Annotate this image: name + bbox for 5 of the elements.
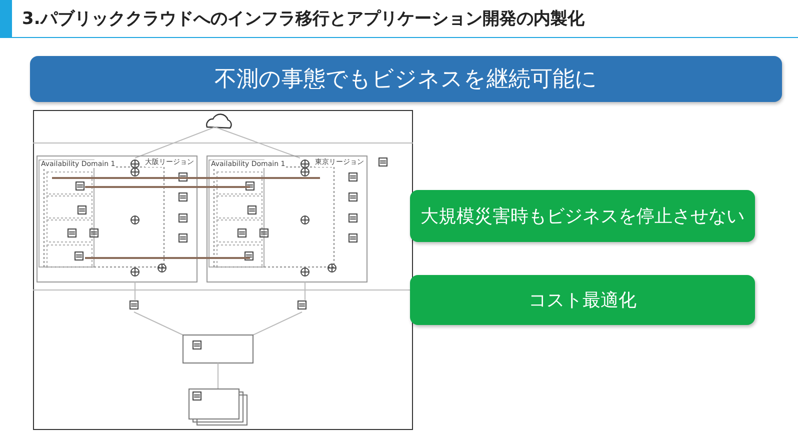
benefit-box: 大規模災害時もビジネスを停止させない	[410, 190, 755, 242]
benefit-box: コスト最適化	[410, 275, 755, 325]
architecture-drawing	[33, 110, 413, 430]
slide-title: 3.パブリッククラウドへのインフラ移行とアプリケーション開発の内製化	[22, 8, 584, 30]
banner-box: 不測の事態でもビジネスを継続可能に	[30, 56, 782, 102]
